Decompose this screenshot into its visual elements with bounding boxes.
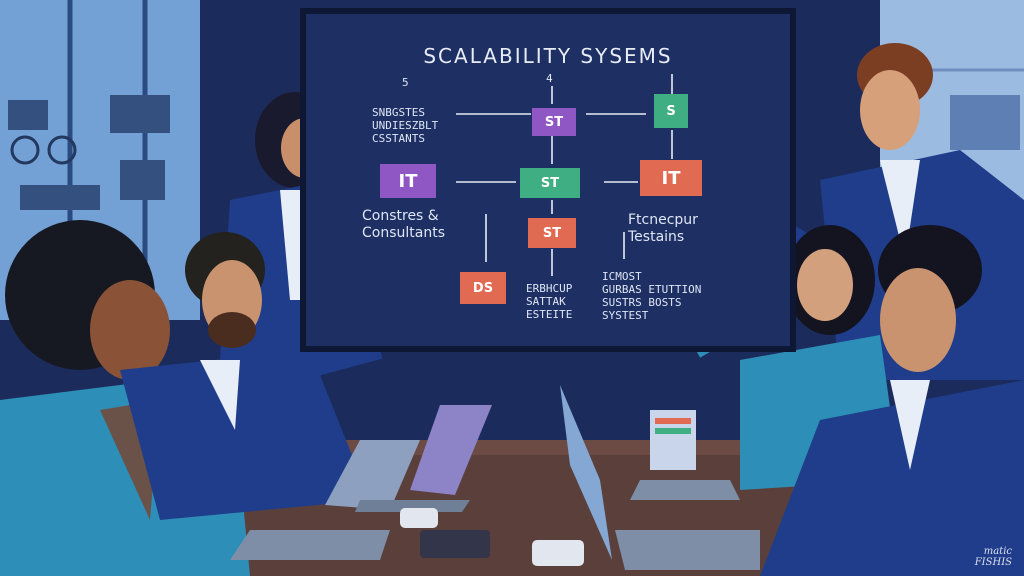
laptop-3 bbox=[560, 385, 760, 570]
device-hub bbox=[532, 540, 584, 566]
tablet bbox=[420, 530, 490, 558]
diagram-node-ds: DS bbox=[460, 272, 506, 304]
artist-signature: matic FISHIS bbox=[974, 546, 1012, 568]
right-label: Ftcnecpur Testains bbox=[628, 212, 698, 245]
left-label: Constres & Consultants bbox=[362, 208, 445, 241]
left-notes: SNBGSTES UNDIESZBLT CSSTANTS bbox=[372, 106, 439, 145]
diagram-node-it-right: IT bbox=[640, 160, 702, 196]
power-adapter bbox=[400, 508, 438, 528]
laptop-4 bbox=[630, 410, 740, 500]
diagram-arrows bbox=[456, 74, 673, 276]
board-title: SCALABILITY SYSEMS bbox=[423, 44, 673, 68]
man-center-left bbox=[120, 232, 383, 520]
bottom-mid-notes: ERBHCUP SATTAK ESTEITE bbox=[526, 282, 573, 321]
laptop-2 bbox=[355, 405, 492, 512]
presentation-screen: SCALABILITY SYSEMS ST S IT ST IT ST DS bbox=[300, 8, 796, 352]
laptop-1 bbox=[230, 440, 420, 560]
bottom-right-notes: ICMOST GURBAS ETUTTION SUSTRS BOSTS SYST… bbox=[602, 270, 702, 322]
left-window bbox=[0, 0, 200, 320]
man-right-laptop bbox=[760, 225, 1024, 576]
glyph-top-mid: 4 bbox=[546, 72, 553, 85]
diagram-node-st-top: ST bbox=[532, 108, 576, 136]
diagram-node-st-mid: ST bbox=[520, 168, 580, 198]
glyph-top-left: 5 bbox=[402, 76, 409, 89]
diagram-node-it-left: IT bbox=[380, 164, 436, 198]
diagram-node-s: S bbox=[654, 94, 688, 128]
diagram-node-st-low: ST bbox=[528, 218, 576, 248]
